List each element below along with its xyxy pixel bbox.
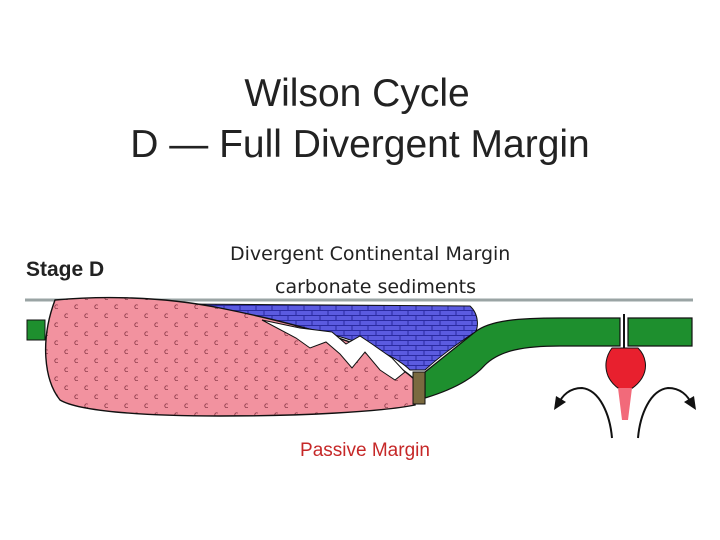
convection-arrow-right — [637, 386, 693, 439]
stage-label: Stage D — [26, 258, 104, 281]
crust-boundary — [412, 371, 426, 405]
oceanic-crust-left — [26, 319, 46, 341]
caption: Passive Margin — [300, 440, 430, 461]
title-line-2: D — Full Divergent Margin — [130, 123, 590, 166]
magma-plume — [605, 347, 646, 393]
continental-crust — [44, 296, 416, 417]
carbonate-sediments-label: carbonate sediments — [275, 276, 476, 298]
passive-margin-diagram: c c Stage D Divergent Continental Margin… — [25, 243, 696, 439]
title-line-1: Wilson Cycle — [244, 72, 470, 115]
oceanic-crust-far-right — [627, 317, 693, 347]
convection-arrow-left — [557, 386, 613, 439]
fault-blocks — [261, 319, 406, 381]
divergent-margin-label: Divergent Continental Margin — [230, 243, 510, 265]
oceanic-crust-right — [424, 317, 621, 399]
